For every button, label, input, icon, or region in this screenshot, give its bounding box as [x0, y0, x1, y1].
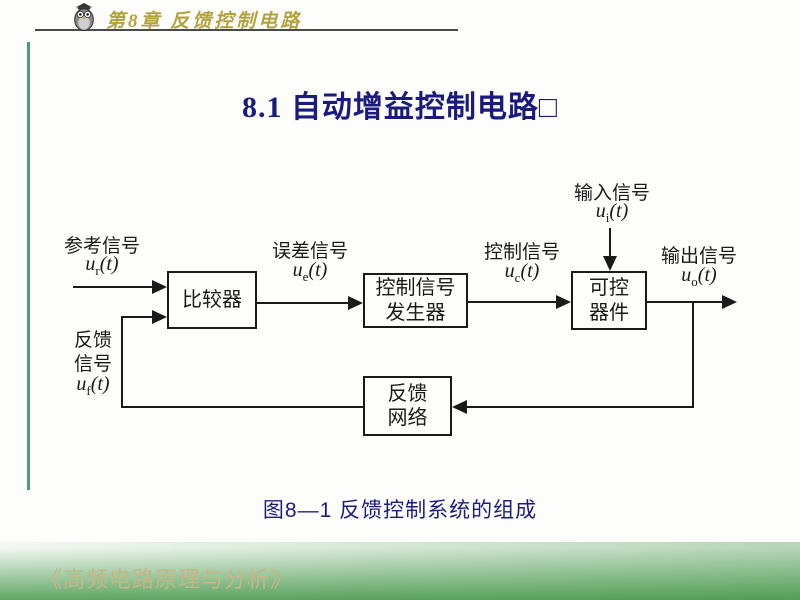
bottom-gradient	[0, 542, 800, 600]
control-signal-label: 控制信号	[483, 242, 560, 263]
feedback-signal-symbol: uf(t)	[76, 373, 110, 398]
error-signal-symbol: ue(t)	[292, 259, 328, 284]
reference-arrowhead-icon	[152, 280, 167, 294]
control-signal-line	[468, 301, 557, 303]
feedback-return-line-right	[466, 406, 694, 408]
block-comparator-label: 比较器	[182, 288, 242, 311]
output-arrowhead-icon	[722, 295, 737, 309]
block-control-signal-generator: 控制信号 发生器	[363, 273, 468, 328]
input-signal-label: 输入信号	[573, 183, 650, 204]
input-signal-symbol: ui(t)	[595, 200, 629, 225]
block-controllable-device: 可控 器件	[571, 271, 647, 330]
feedback-tap-vertical-line	[692, 302, 694, 408]
block-comparator: 比较器	[167, 271, 257, 329]
chapter-heading: 第8章 反馈控制电路	[106, 11, 303, 32]
reference-signal-line	[73, 286, 154, 288]
block-generator-label-line1: 控制信号	[375, 277, 456, 300]
slide-title: 8.1 自动增益控制电路□	[241, 91, 559, 124]
error-signal-label: 误差信号	[271, 241, 348, 262]
feedback-return-line-left	[122, 406, 363, 408]
feedback-arrowhead-icon	[452, 400, 467, 414]
feedback-input-line	[122, 316, 154, 318]
feedback-left-vertical-line	[121, 316, 123, 408]
block-feedback-network-label-line2: 网络	[387, 407, 428, 429]
block-feedback-network: 反馈 网络	[363, 376, 452, 436]
book-title-footer: 《高频电路原理与分析》	[40, 567, 294, 592]
error-arrowhead-icon	[348, 296, 363, 310]
error-signal-line	[257, 302, 350, 304]
header-underline	[35, 29, 458, 31]
output-signal-line	[647, 301, 724, 303]
output-signal-label: 输出信号	[660, 246, 737, 267]
feedback-signal-label-line1: 反馈	[73, 330, 112, 351]
figure-caption: 图8—1 反馈控制系统的组成	[262, 499, 538, 522]
input-arrowhead-icon	[603, 256, 617, 271]
control-arrowhead-icon	[556, 295, 571, 309]
output-signal-symbol: uo(t)	[681, 264, 717, 289]
reference-signal-symbol: ur(t)	[85, 253, 119, 278]
feedback-input-arrowhead-icon	[152, 310, 167, 324]
block-generator-label-line2: 发生器	[385, 301, 446, 324]
block-feedback-network-label-line1: 反馈	[387, 382, 428, 405]
reference-signal-label: 参考信号	[63, 236, 140, 257]
block-device-label-line2: 器件	[589, 301, 629, 324]
block-device-label-line1: 可控	[589, 277, 629, 300]
control-signal-symbol: uc(t)	[504, 260, 540, 285]
input-signal-line	[609, 228, 611, 258]
accent-line	[27, 42, 30, 490]
feedback-signal-label-line2: 信号	[73, 354, 112, 375]
owl-graduate-icon	[74, 3, 94, 31]
